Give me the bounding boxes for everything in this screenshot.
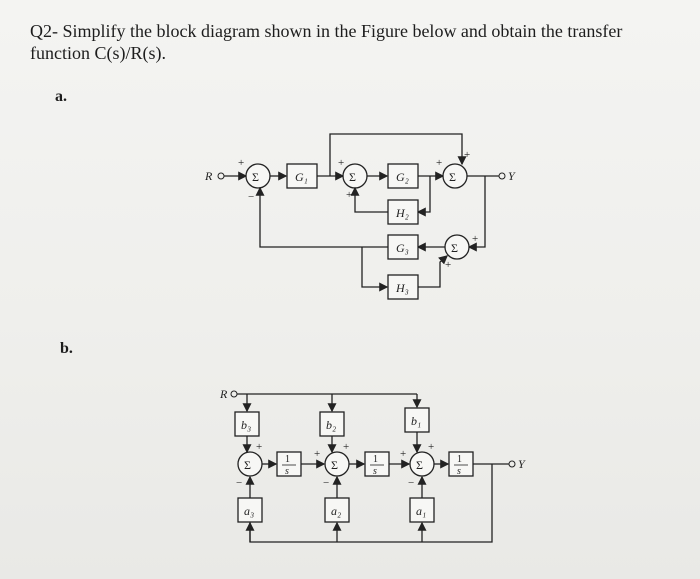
a-sum-1-symbol: Σ [252,170,259,184]
svg-text:+: + [238,157,244,169]
svg-text:+: + [464,149,470,161]
b-output-label: Y [518,457,526,471]
b-sum-1-symbol: Σ [416,458,423,472]
question-text: Q2- Simplify the block diagram shown in … [30,20,680,64]
a-block-g3-label: G₃ [396,241,409,255]
a-block-g3 [387,234,419,260]
svg-text:+: + [472,233,478,245]
b-integrator-3-num: 1 [457,454,462,465]
svg-text:−: − [323,477,329,489]
b-input-node [230,390,238,398]
svg-text:+: + [256,441,262,453]
b-sum-3-symbol: Σ [244,458,251,472]
b-block-b1-label: b₁ [411,414,421,428]
part-a-label: a. [55,88,67,105]
diagram-a: R + Σ G₁ + Σ + G₂ + Σ Y + H₂ [204,133,516,300]
a-block-g1-label: G₁ [295,170,308,184]
svg-text:−: − [236,477,242,489]
question-line-2: function C(s)/R(s). [30,43,166,63]
svg-text:+: + [338,157,344,169]
a-input-node [217,172,225,180]
b-block-a1-label: a₁ [416,504,426,518]
a-output-node [498,172,506,180]
b-integrator-3-den: s [457,466,461,477]
a-output-label: Y [508,169,516,183]
a-block-h2-label: H₂ [395,206,409,220]
svg-text:+: + [343,441,349,453]
a-block-g2-label: G₂ [396,170,409,184]
b-output-node [508,460,516,468]
b-block-a3-label: a₃ [244,504,254,518]
b-block-a2-label: a₂ [331,504,341,518]
svg-text:+: + [436,157,442,169]
a-sum-2-symbol: Σ [349,170,356,184]
b-integrator-1-num: 1 [285,454,290,465]
part-b-label: b. [60,340,73,357]
a-block-h3 [387,274,419,300]
a-sum-4-symbol: Σ [451,241,458,255]
a-input-label: R [204,169,213,183]
svg-text:+: + [346,189,352,201]
b-integrator-2-num: 1 [373,454,378,465]
svg-text:+: + [428,441,434,453]
a-block-h3-label: H₃ [395,281,409,295]
b-sum-2-symbol: Σ [331,458,338,472]
svg-text:−: − [408,477,414,489]
question-line-1: Q2- Simplify the block diagram shown in … [30,21,623,41]
b-integrator-2-den: s [373,466,377,477]
a-sum-3-symbol: Σ [449,170,456,184]
diagram-b: R b₃ b₂ b₁ Σ + − Σ + + − Σ + + − 1 [219,387,526,543]
b-integrator-1 [276,451,302,477]
b-block-b3-label: b₃ [241,418,251,432]
svg-text:−: − [248,191,254,203]
b-integrator-1-den: s [285,466,289,477]
a-block-g1 [286,163,318,189]
svg-text:+: + [445,259,451,271]
svg-text:+: + [400,448,406,460]
b-input-label: R [219,387,228,401]
b-block-a1 [409,497,435,523]
b-block-b2-label: b₂ [326,418,336,432]
svg-text:+: + [314,448,320,460]
